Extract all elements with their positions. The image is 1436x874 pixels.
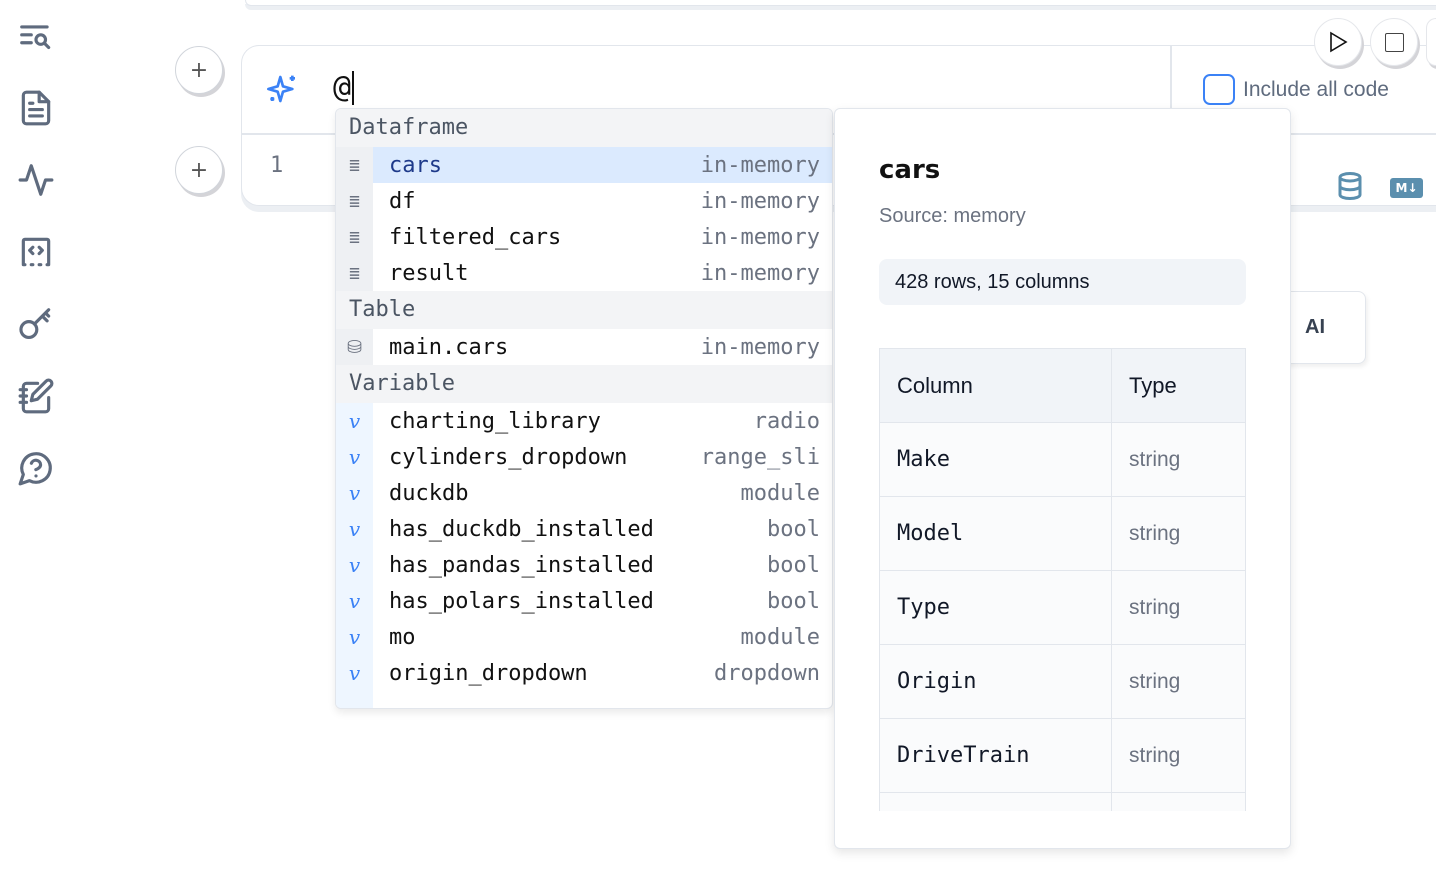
info-source: Source: memory (879, 205, 1026, 227)
type-header: Type (1111, 348, 1246, 423)
file-text-icon[interactable] (16, 88, 56, 128)
stop-button[interactable] (1370, 18, 1418, 66)
code-box-icon[interactable] (16, 232, 56, 272)
column-type: string (1111, 422, 1246, 497)
add-cell-below-button[interactable]: + (175, 146, 223, 194)
add-cell-above-button[interactable]: + (175, 46, 223, 94)
activity-icon[interactable] (16, 160, 56, 200)
variable-icon: v (336, 547, 373, 583)
table-icon: ≣ (336, 183, 373, 219)
more-button[interactable] (1426, 18, 1436, 66)
line-number: 1 (270, 153, 284, 178)
sparkles-icon (267, 75, 295, 103)
search-list-icon[interactable] (16, 18, 56, 58)
variable-icon: v (336, 583, 373, 619)
column-type: string (1111, 644, 1246, 719)
variable-icon: v (336, 439, 373, 475)
column-name: Model (879, 496, 1112, 571)
table-icon: ≣ (336, 255, 373, 291)
completion-item-clipped[interactable] (336, 691, 832, 708)
table-icon: ≣ (336, 147, 373, 183)
column-name: Origin (879, 644, 1112, 719)
notebook-pen-icon[interactable] (16, 376, 56, 416)
variable-icon (336, 691, 373, 708)
column-type: string (1111, 496, 1246, 571)
run-button[interactable] (1314, 18, 1362, 66)
dataframe-info-panel: cars Source: memory 428 rows, 15 columns… (834, 108, 1291, 849)
ai-prompt-input[interactable]: @ (333, 70, 355, 105)
help-circle-icon[interactable] (16, 448, 56, 488)
group-header: Table (336, 291, 832, 329)
database-icon: ⛁ (336, 329, 373, 365)
column-name: Type (879, 570, 1112, 645)
column-header: Column (879, 348, 1112, 423)
group-header: Dataframe (336, 109, 832, 147)
key-icon[interactable] (16, 304, 56, 344)
previous-cell (245, 0, 1436, 6)
variable-icon: v (336, 403, 373, 439)
database-icon[interactable] (1335, 171, 1365, 201)
include-all-code-checkbox[interactable]: Include all code (1203, 74, 1389, 105)
column-type: string (1111, 570, 1246, 645)
column-name: DriveTrain (879, 718, 1112, 793)
info-title: cars (879, 155, 941, 185)
info-summary-badge: 428 rows, 15 columns (879, 259, 1246, 305)
variable-icon: v (336, 619, 373, 655)
variable-icon: v (336, 511, 373, 547)
group-header: Variable (336, 365, 832, 403)
variable-icon: v (336, 475, 373, 511)
table-icon: ≣ (336, 219, 373, 255)
variable-icon: v (336, 655, 373, 691)
markdown-icon[interactable]: M↓ (1390, 178, 1423, 198)
table-row-clipped (879, 792, 1246, 811)
column-name: Make (879, 422, 1112, 497)
column-type: string (1111, 718, 1246, 793)
